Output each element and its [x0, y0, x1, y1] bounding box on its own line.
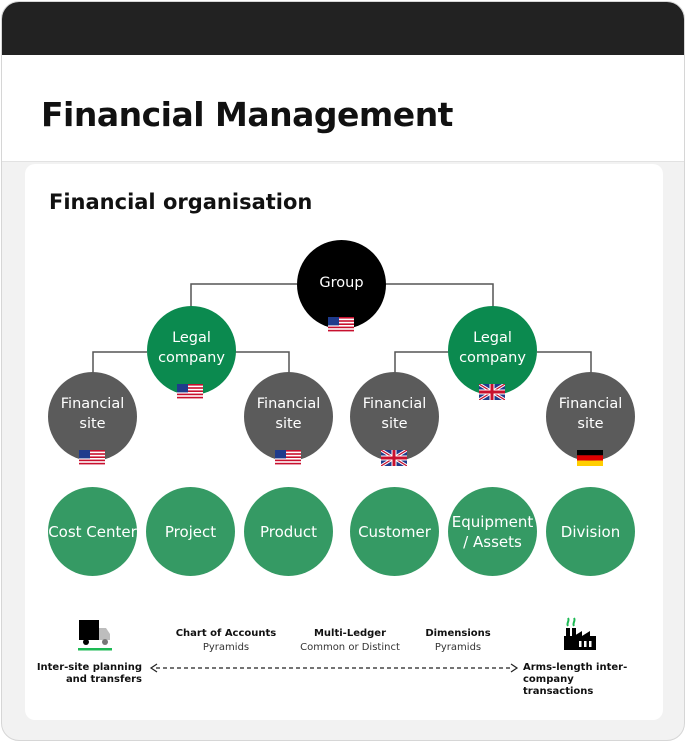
node-financial-site-4: Financial site [546, 372, 635, 461]
uk-flag-icon [479, 384, 505, 400]
feature-title: Multi-Ledger [313, 628, 387, 639]
node-financial-site-1: Financial site [48, 372, 137, 461]
connector-legal-right-site-4 [537, 351, 592, 376]
dimension-project: Project [146, 487, 235, 576]
feature-dimensions: Dimensions Pyramids [412, 628, 504, 653]
us-flag-icon [177, 384, 203, 400]
arms-length-label: Arms-length inter- company transactions [523, 662, 628, 697]
card-title: Financial organisation [49, 190, 313, 214]
node-financial-site-3: Financial site [350, 372, 439, 461]
feature-title: Chart of Accounts [175, 628, 277, 639]
node-financial-site-2: Financial site [244, 372, 333, 461]
connector-group-legal-left [190, 283, 297, 310]
connector-legal-left-site-2 [235, 351, 290, 376]
factory-icon [562, 616, 598, 652]
node-group: Group [297, 240, 386, 329]
dimension-division: Division [546, 487, 635, 576]
feature-chart-of-accounts: Chart of Accounts Pyramids [170, 628, 282, 653]
us-flag-icon [79, 450, 105, 466]
uk-flag-icon [381, 450, 407, 466]
page-header: Financial Management [2, 55, 684, 162]
feature-subtitle: Pyramids [202, 642, 250, 653]
connector-legal-right-site-3 [394, 351, 449, 376]
us-flag-icon [328, 317, 354, 333]
node-legal-company-left: Legal company [147, 306, 236, 395]
inter-site-planning-label: Inter-site planning and transfers [36, 662, 142, 685]
dimension-customer: Customer [350, 487, 439, 576]
window-title-bar [2, 2, 684, 55]
page-title: Financial Management [41, 95, 453, 134]
us-flag-icon [275, 450, 301, 466]
feature-title: Dimensions [425, 628, 491, 639]
dimension-equipment-assets: Equipment / Assets [448, 487, 537, 576]
feature-subtitle: Pyramids [434, 642, 482, 653]
dimension-cost-center: Cost Center [48, 487, 137, 576]
connector-legal-left-site-1 [92, 351, 147, 376]
transactions-arrow [149, 663, 519, 673]
truck-icon [78, 618, 112, 652]
feature-subtitle: Common or Distinct [300, 642, 400, 653]
dimension-product: Product [244, 487, 333, 576]
connector-group-legal-right [385, 283, 494, 310]
feature-multi-ledger: Multi-Ledger Common or Distinct [292, 628, 408, 653]
node-legal-company-right: Legal company [448, 306, 537, 395]
de-flag-icon [577, 450, 603, 466]
